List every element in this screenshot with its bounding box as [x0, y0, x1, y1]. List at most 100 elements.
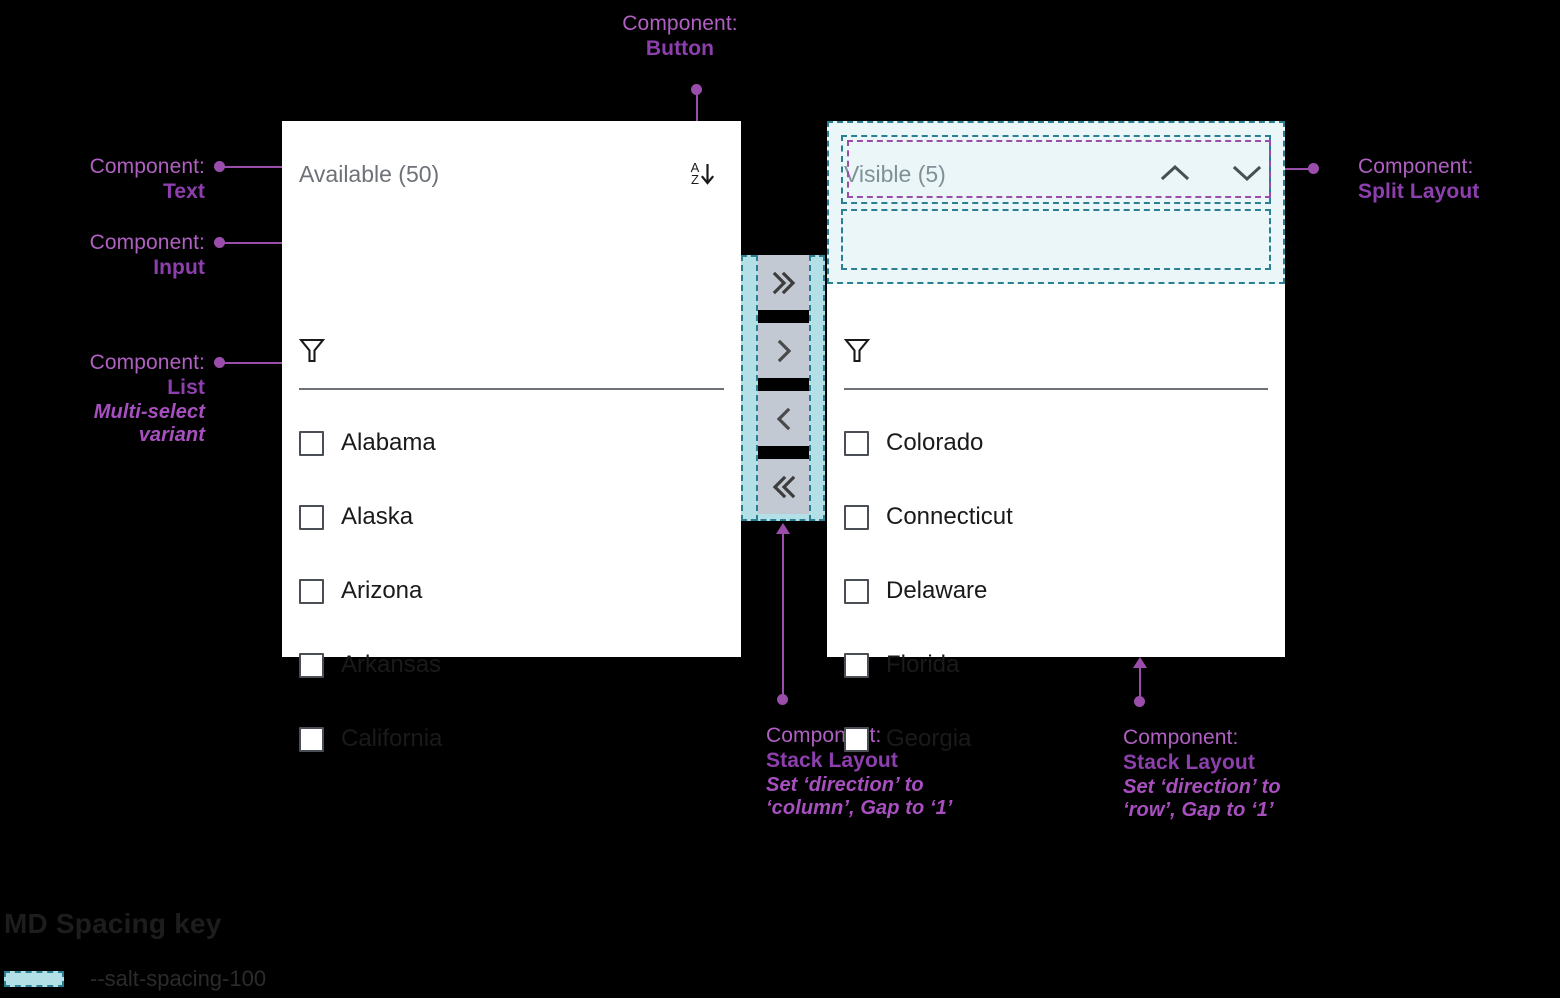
annotation-button: Component: Button	[520, 12, 840, 62]
annotation-kicker: Component:	[89, 231, 205, 254]
visible-filter-input[interactable]	[827, 326, 1285, 378]
list-item-label: Georgia	[886, 725, 972, 752]
annotation-name: Input	[153, 255, 205, 279]
move-right-button[interactable]	[758, 323, 809, 378]
checkbox[interactable]	[299, 430, 324, 456]
annotation-stack-row: Component: Stack Layout Set ‘direction’ …	[1123, 726, 1463, 823]
available-filter-input[interactable]	[282, 326, 741, 378]
annotation-name: Text	[162, 179, 205, 203]
leader-line-button	[696, 90, 698, 138]
annotation-kicker: Component:	[622, 12, 738, 35]
available-filter-underline	[299, 388, 724, 390]
move-up-button[interactable]	[1154, 153, 1196, 195]
annotation-sub-line2: ‘column’, Gap to ‘1’	[766, 797, 953, 820]
legend-label: --salt-spacing-100	[90, 966, 267, 991]
leader-dot-list	[214, 357, 225, 368]
leader-line-stack-column	[782, 534, 784, 696]
list-item-label: Connecticut	[886, 503, 1013, 530]
checkbox[interactable]	[299, 652, 324, 678]
visible-panel-header-actions	[1154, 153, 1268, 195]
list-item[interactable]: Colorado	[844, 406, 1268, 480]
move-left-button[interactable]	[758, 391, 809, 446]
checkbox[interactable]	[844, 726, 869, 752]
leader-dot-input	[214, 237, 225, 248]
annotation-kicker: Component:	[1358, 155, 1474, 178]
list-item[interactable]: Connecticut	[844, 480, 1268, 554]
annotation-name: Stack Layout	[1123, 750, 1255, 774]
stack-gap	[758, 378, 809, 391]
list-item[interactable]: Arizona	[299, 554, 724, 628]
leader-line-input	[222, 242, 294, 244]
leader-dot-stack-column	[777, 694, 788, 705]
chevron-right-icon	[771, 338, 797, 364]
annotation-sub-line1: Multi-select	[93, 400, 205, 423]
filter-funnel-icon	[298, 336, 326, 369]
annotation-name: Split Layout	[1358, 179, 1480, 203]
sort-letter-top: A	[690, 160, 700, 175]
leader-dot-stack-row	[1134, 696, 1145, 707]
available-panel: Available (50) A Z	[282, 121, 741, 752]
chevrons-left-icon	[769, 474, 799, 500]
annotation-kicker: Component:	[89, 351, 205, 374]
chevron-up-icon	[1159, 160, 1191, 189]
available-list: Alabama Alaska Arizona Arkansas Californ…	[282, 406, 741, 776]
list-item[interactable]: Alaska	[299, 480, 724, 554]
leader-dot-split	[1308, 163, 1319, 174]
visible-panel-title: Visible (5)	[844, 160, 946, 187]
list-item-label: Colorado	[886, 429, 984, 456]
list-item-label: Delaware	[886, 577, 988, 604]
annotation-input: Component: Input	[0, 231, 205, 281]
checkbox[interactable]	[299, 726, 324, 752]
checkbox[interactable]	[844, 652, 869, 678]
list-item[interactable]: Alabama	[299, 406, 724, 480]
annotation-sub-line2: ‘row’, Gap to ‘1’	[1123, 799, 1274, 822]
visible-filter-underline	[844, 388, 1268, 390]
list-item[interactable]: Delaware	[844, 554, 1268, 628]
leader-dot-button	[691, 84, 702, 95]
leader-arrow-stack-row	[1133, 657, 1147, 668]
visible-list: Colorado Connecticut Delaware Florida Ge…	[827, 406, 1285, 776]
list-item-label: Alaska	[341, 503, 414, 530]
list-item[interactable]: Georgia	[844, 702, 1268, 776]
available-panel-header-actions: A Z	[682, 153, 724, 195]
available-panel-title: Available (50)	[299, 160, 440, 187]
leader-line-stack-row	[1139, 668, 1141, 698]
sort-letter-bottom: Z	[691, 172, 699, 187]
list-item-label: California	[341, 725, 443, 752]
visible-panel-header: Visible (5)	[827, 141, 1285, 207]
annotation-kicker: Component:	[1123, 726, 1239, 749]
move-all-right-button[interactable]	[758, 255, 809, 310]
stack-gap	[758, 446, 809, 459]
leader-line-text	[222, 166, 288, 168]
checkbox[interactable]	[299, 504, 324, 530]
list-item[interactable]: Arkansas	[299, 628, 724, 702]
checkbox[interactable]	[844, 430, 869, 456]
annotation-list: Component: List Multi-select variant	[0, 351, 205, 448]
legend-title: MD Spacing key	[4, 908, 222, 939]
checkbox[interactable]	[844, 578, 869, 604]
move-down-button[interactable]	[1226, 153, 1268, 195]
list-item-label: Florida	[886, 651, 960, 678]
annotation-kicker: Component:	[89, 155, 205, 178]
checkbox[interactable]	[844, 504, 869, 530]
chevron-left-icon	[771, 406, 797, 432]
leader-arrow-stack-column	[776, 523, 790, 534]
checkbox[interactable]	[299, 578, 324, 604]
list-item[interactable]: Florida	[844, 628, 1268, 702]
annotation-name: Button	[645, 36, 715, 60]
move-all-left-button[interactable]	[758, 459, 809, 514]
list-item[interactable]: California	[299, 702, 724, 776]
annotation-split-layout: Component: Split Layout	[1358, 155, 1560, 205]
list-item-label: Arkansas	[341, 651, 442, 678]
sort-az-descending-icon[interactable]: A Z	[682, 153, 724, 195]
annotation-sub-line1: Set ‘direction’ to	[766, 773, 924, 796]
available-panel-header: Available (50) A Z	[282, 141, 741, 207]
annotation-sub-line2: variant	[138, 424, 205, 447]
chevrons-right-icon	[769, 270, 799, 296]
transfer-button-stack	[756, 255, 811, 521]
leader-line-list	[222, 362, 294, 364]
stack-gap	[758, 310, 809, 323]
chevron-down-icon	[1231, 160, 1263, 189]
annotation-name: Stack Layout	[766, 748, 898, 772]
